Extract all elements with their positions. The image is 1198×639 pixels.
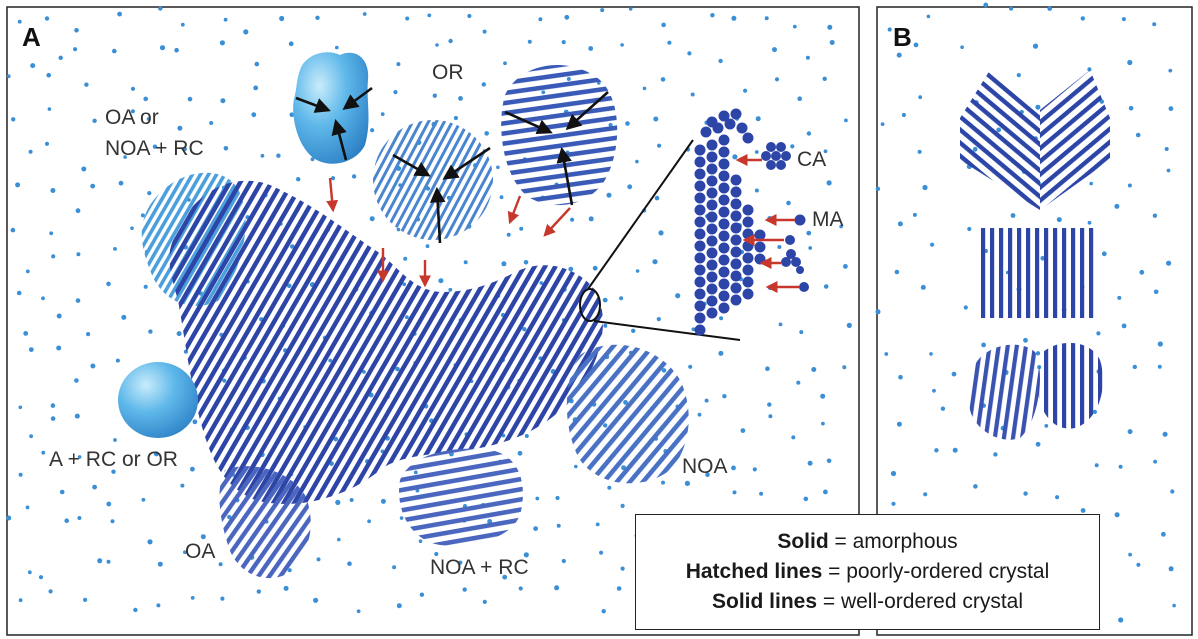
legend-row-hatched: Hatched lines = poorly-ordered crystal — [685, 560, 1050, 583]
zoom-callout — [579, 139, 741, 341]
main-crystal — [169, 180, 603, 504]
panel-b-label: B — [893, 22, 912, 52]
nucleation-arrows-or — [392, 146, 491, 244]
particle-cluster — [694, 108, 766, 336]
label-oa-or: OA or — [105, 106, 159, 129]
label-a-rc-or: A + RC or OR — [49, 448, 178, 471]
nucleation-arrows-lined — [504, 91, 609, 206]
panel-b-lined-crystal — [978, 228, 1098, 318]
label-noa: NOA — [682, 455, 728, 478]
or-hatched-domain — [373, 120, 493, 240]
panel-b-twinned-crystal — [968, 342, 1103, 440]
incoming-particles — [735, 142, 809, 293]
panel-a-label: A — [22, 22, 41, 52]
nucleation-arrows-droplet — [295, 86, 373, 161]
label-noa-rc-top: NOA + RC — [105, 137, 204, 160]
label-ma: MA — [812, 208, 844, 231]
amorphous-droplet-top — [293, 52, 369, 164]
legend-box: Solid = amorphous Hatched lines = poorly… — [635, 514, 1100, 630]
oa-domain — [219, 466, 311, 579]
legend-row-solid: Solid = amorphous — [777, 530, 958, 553]
amorphous-droplet-left — [118, 362, 198, 438]
noa-domain — [566, 344, 689, 484]
label-oa: OA — [185, 540, 216, 563]
legend-row-solid-lines: Solid lines = well-ordered crystal — [711, 590, 1024, 613]
or-lined-domain — [501, 64, 618, 206]
noa-rc-domain — [399, 448, 523, 546]
label-ca: CA — [797, 148, 827, 171]
label-or: OR — [432, 61, 464, 84]
label-noa-rc-bottom: NOA + RC — [430, 556, 529, 579]
attachment-arrows — [326, 177, 571, 288]
